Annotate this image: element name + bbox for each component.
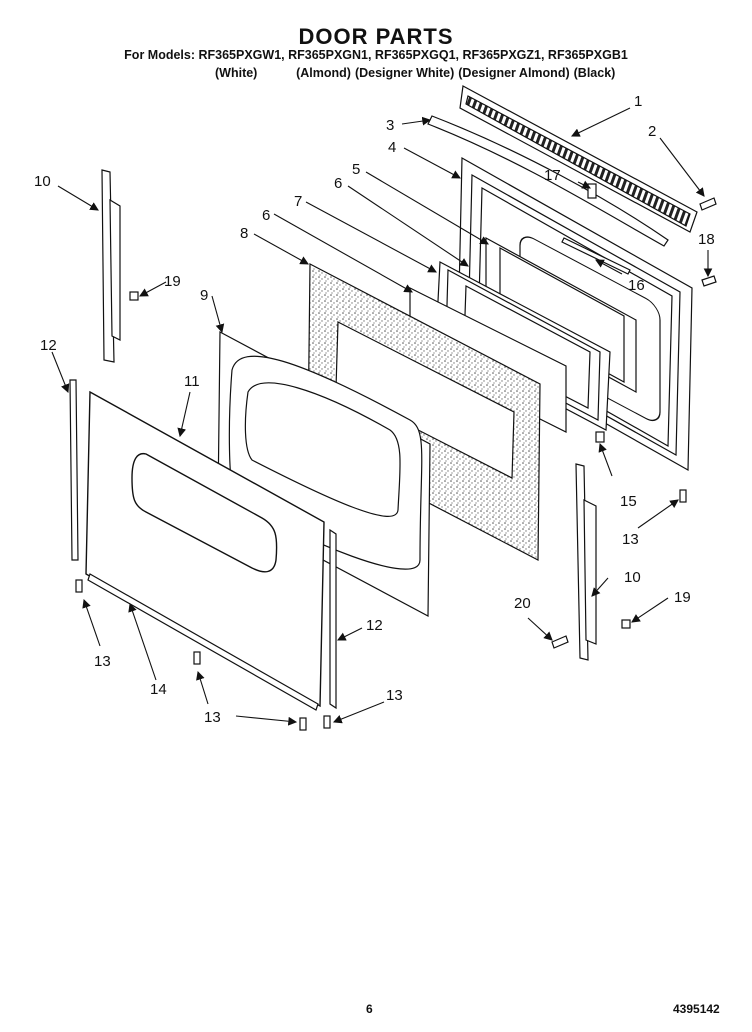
callout-14: 14	[150, 681, 167, 698]
small-parts	[75, 183, 717, 731]
callout-1: 1	[634, 93, 642, 110]
callout-10a: 10	[34, 173, 51, 190]
callout-12a: 12	[40, 337, 57, 354]
callout-4: 4	[388, 139, 396, 156]
part-3-trim-strip	[427, 115, 669, 247]
color-black: (Black)	[573, 66, 616, 80]
callout-13c: 13	[386, 687, 403, 704]
callout-11: 11	[184, 373, 200, 390]
callout-6a: 6	[334, 175, 342, 192]
callout-19a: 19	[164, 273, 181, 290]
callout-8: 8	[240, 225, 248, 242]
part-12-side-trims	[69, 379, 337, 710]
callout-18: 18	[698, 231, 715, 248]
callout-7: 7	[294, 193, 302, 210]
leader-lines	[51, 107, 713, 726]
callout-5: 5	[352, 161, 360, 178]
color-designer-almond: (Designer Almond)	[458, 66, 570, 80]
page-title: DOOR PARTS	[298, 24, 454, 49]
callout-15: 15	[620, 493, 637, 510]
part-1-vent-trim	[459, 85, 698, 233]
model-list: For Models: RF365PXGW1, RF365PXGN1, RF36…	[124, 48, 628, 62]
callout-9: 9	[200, 287, 208, 304]
color-list: (White) (Almond)(Designer White)(Designe…	[215, 66, 619, 80]
callout-13a: 13	[622, 531, 639, 548]
callout-6b: 6	[262, 207, 270, 224]
callout-13b: 13	[94, 653, 111, 670]
callout-13d: 13	[204, 709, 221, 726]
callout-20: 20	[514, 595, 531, 612]
part-10-hinges	[101, 169, 597, 661]
callout-19b: 19	[674, 589, 691, 606]
callout-2: 2	[648, 123, 656, 140]
callout-labels: 1 2 3 4 5 6 7 6 8 9 10 19 12 11 17 18 16…	[34, 93, 715, 726]
part-11-outer-door	[85, 390, 325, 708]
callout-16: 16	[628, 277, 645, 294]
callout-12b: 12	[366, 617, 383, 634]
callout-17: 17	[544, 167, 561, 184]
color-designer-white: (Designer White)	[354, 66, 455, 80]
page-number: 6	[366, 1002, 373, 1016]
color-white: (White)	[215, 66, 258, 80]
callout-3: 3	[386, 117, 394, 134]
part-14-bottom-trim	[87, 573, 319, 711]
document-number: 4395142	[673, 1002, 720, 1016]
color-almond: (Almond)	[296, 66, 351, 80]
callout-10b: 10	[624, 569, 641, 586]
